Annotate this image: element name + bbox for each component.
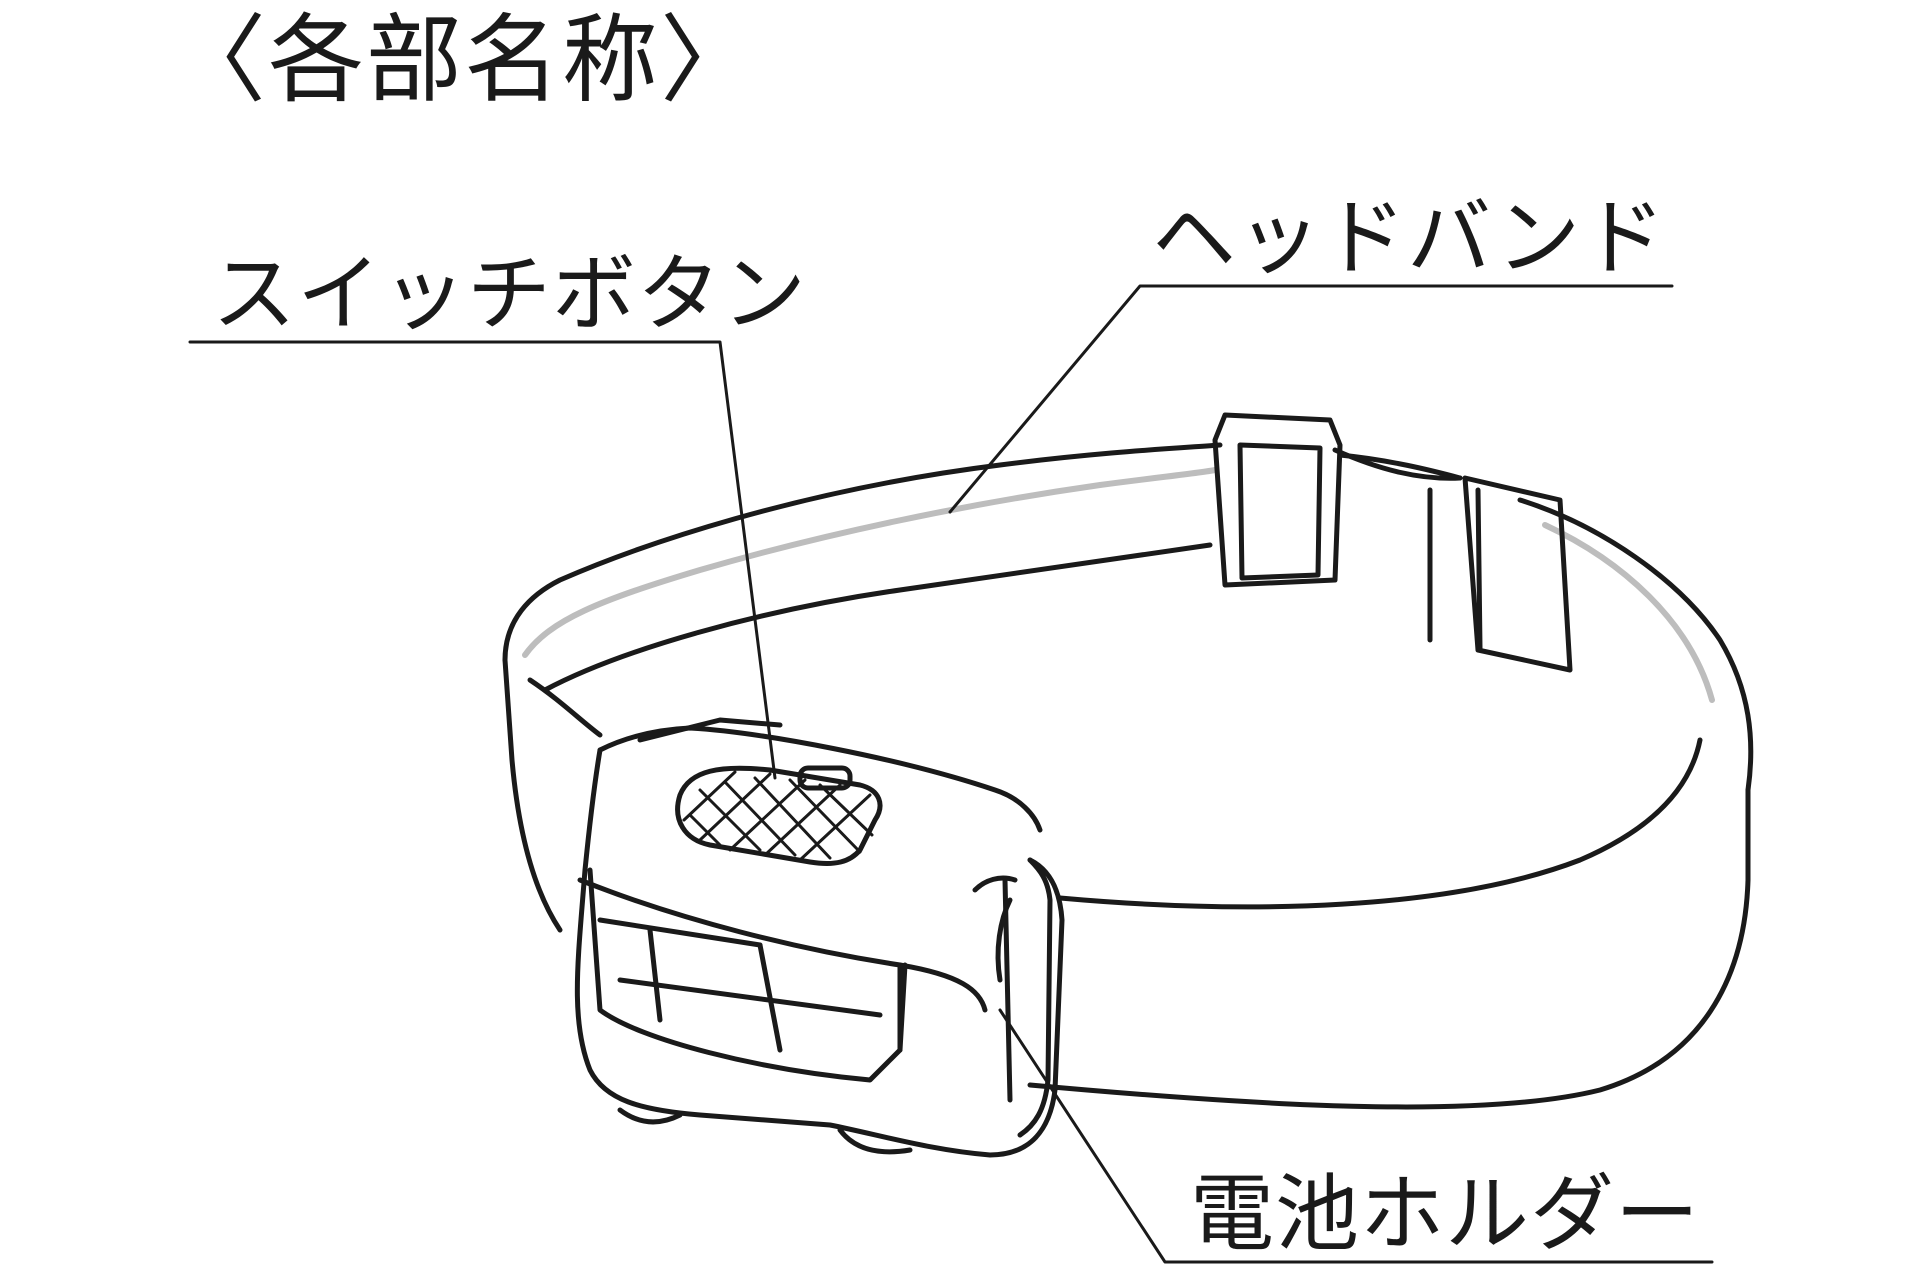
buckle-side [1332,447,1463,481]
buckle-front [1237,442,1323,581]
lamp-foot-right [837,1127,913,1155]
headband-right-outer [1027,787,1751,1110]
headband [502,442,1754,1110]
battery-holder-side [1002,877,1013,1103]
battery-holder-lip [972,875,1018,893]
buckle-strap-inner [1475,487,1483,651]
leader-switch-button [188,340,777,780]
lamp-lens-inner-2 [647,927,663,1023]
lamp-lens-inner-3 [757,942,783,1053]
lamp-lens-inner-4 [617,977,883,1018]
buckle-strap [1462,475,1573,673]
headband-outer-edge [502,442,1223,663]
lamp-top [597,725,1043,833]
lamp-foot-left [617,1107,683,1125]
headband-back-inner [542,542,1213,693]
diagram-heading: 〈各部名称〉 [170,4,758,116]
headband-inner-stripe-right [1542,522,1715,703]
lamp-body [574,717,1065,1158]
lamp-lens [587,867,908,1083]
lamp-lens-inner-1 [597,917,763,948]
label-headband: ヘッドバンド [1152,189,1667,287]
headband-left-inner [502,657,563,933]
battery-holder [1017,857,1053,1138]
leader-headband [948,284,1674,514]
leader-lines [188,284,1714,1264]
lamp-grille-hatch [682,770,874,862]
label-switch-button: スイッチボタン [212,245,808,343]
headband-inner-stripe [522,467,1218,658]
headband-far-right-edge [1517,497,1754,793]
lamp-side-contour [577,877,988,1013]
headband-left-inner-top [527,677,603,738]
lamp-grille-frame [675,765,883,866]
leader-battery-holder [998,1008,1714,1264]
headband-buckle [1212,412,1573,673]
headband-inner-lower [1057,737,1703,910]
label-battery-holder: 電池ホルダー [1190,1165,1701,1263]
lamp-shell [574,747,1065,1158]
lamp-top-rim [637,717,783,743]
buckle-top [1212,412,1343,588]
